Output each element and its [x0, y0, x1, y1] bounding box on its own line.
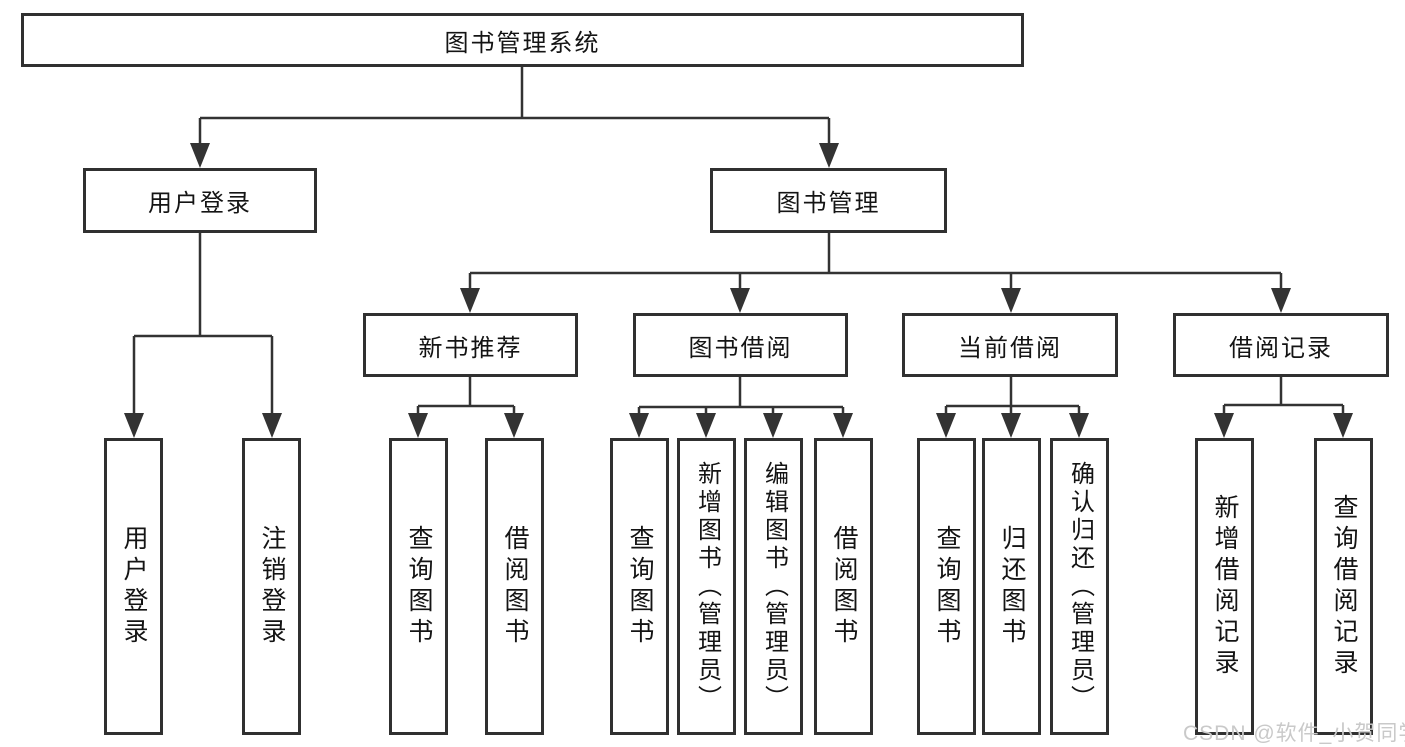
leaf-return-book: 归还图书	[982, 438, 1041, 735]
csdn-watermark: CSDN @软件_小贺同学	[1183, 722, 1405, 745]
node-borrow-records: 借阅记录	[1173, 313, 1389, 377]
leaf-query-books-current: 查询图书	[917, 438, 976, 735]
leaf-query-books-recommend: 查询图书	[389, 438, 448, 735]
node-new-book-recommend: 新书推荐	[363, 313, 578, 377]
node-user-login: 用户登录	[83, 168, 317, 233]
leaf-add-borrow-record: 新增借阅记录	[1195, 438, 1254, 735]
leaf-query-books-borrow: 查询图书	[610, 438, 669, 735]
leaf-borrow-books: 借阅图书	[814, 438, 873, 735]
node-root: 图书管理系统	[21, 13, 1024, 67]
node-book-borrow: 图书借阅	[633, 313, 848, 377]
leaf-user-login: 用户登录	[104, 438, 163, 735]
leaf-logout: 注销登录	[242, 438, 301, 735]
node-book-management: 图书管理	[710, 168, 947, 233]
leaf-add-book-admin: 新增图书（管理员）	[677, 438, 736, 735]
leaf-edit-book-admin: 编辑图书（管理员）	[744, 438, 803, 735]
leaf-confirm-return-admin: 确认归还（管理员）	[1050, 438, 1109, 735]
leaf-query-borrow-record: 查询借阅记录	[1314, 438, 1373, 735]
leaf-borrow-books-recommend: 借阅图书	[485, 438, 544, 735]
node-current-borrow: 当前借阅	[902, 313, 1118, 377]
